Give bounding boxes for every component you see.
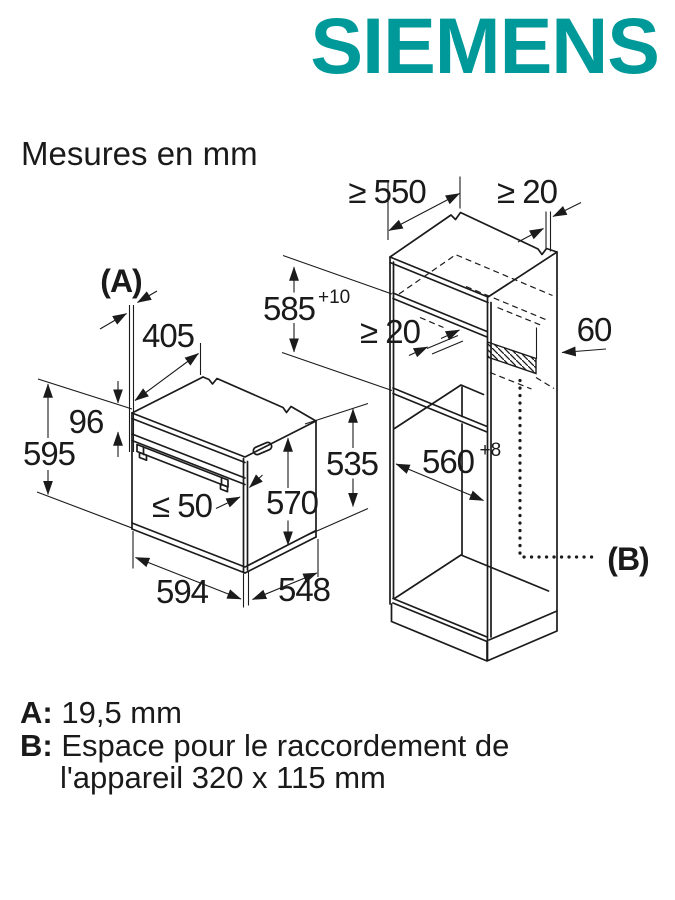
brand-logo: SIEMENS bbox=[310, 1, 660, 90]
dim-oven-top-depth: 405 bbox=[142, 317, 194, 354]
marker-b-label: (B) bbox=[607, 541, 649, 577]
dim-niche-width-tolerance: +8 bbox=[480, 440, 502, 461]
marker-a-label: (A) bbox=[100, 263, 142, 299]
dim-oven-body-depth: 548 bbox=[278, 571, 330, 608]
legend-b-label: B: bbox=[20, 727, 53, 763]
legend-a-value: 19,5 mm bbox=[61, 695, 182, 730]
dim-niche-min-depth: ≥ 550 bbox=[348, 173, 426, 210]
dim-oven-door-clearance: ≤ 50 bbox=[152, 487, 213, 524]
legend-b-value: Espace pour le raccordement de l'apparei… bbox=[60, 727, 510, 795]
legend-note-a: A: 19,5 mm bbox=[20, 695, 560, 730]
side-grip-slot bbox=[252, 441, 273, 456]
cabinet-dimensions: ≥ 550 ≥ 20 585 +10 ≥ 20 60 560 +8 bbox=[263, 173, 650, 577]
dim-oven-height: 595 bbox=[23, 435, 75, 472]
dim-oven-body-height: 535 bbox=[326, 445, 378, 482]
legend: A: 19,5 mm B: Espace pour le raccordemen… bbox=[20, 695, 560, 795]
legend-note-b: B: Espace pour le raccordement de l'appa… bbox=[20, 727, 560, 795]
dim-vent-depth: 60 bbox=[577, 311, 612, 348]
dim-rear-wall-gap: ≥ 20 bbox=[497, 173, 558, 210]
oven-dimensions: (A) 405 96 595 ≤ 50 570 bbox=[23, 263, 379, 610]
dim-oven-width: 594 bbox=[156, 573, 209, 610]
vent-cutout-hatch bbox=[486, 327, 538, 375]
legend-a-label: A: bbox=[20, 695, 53, 730]
dim-vent-gap: ≥ 20 bbox=[360, 313, 421, 350]
oven-door-handle bbox=[136, 443, 229, 493]
cabinet-drawing bbox=[389, 211, 598, 662]
dim-niche-width: 560 bbox=[422, 443, 475, 480]
dim-oven-panel-height: 96 bbox=[69, 403, 104, 440]
dim-oven-front-height: 570 bbox=[266, 484, 319, 521]
dim-niche-height: 585 bbox=[263, 290, 315, 327]
dim-niche-height-tolerance: +10 bbox=[318, 287, 350, 308]
page-title: Mesures en mm bbox=[21, 135, 258, 172]
